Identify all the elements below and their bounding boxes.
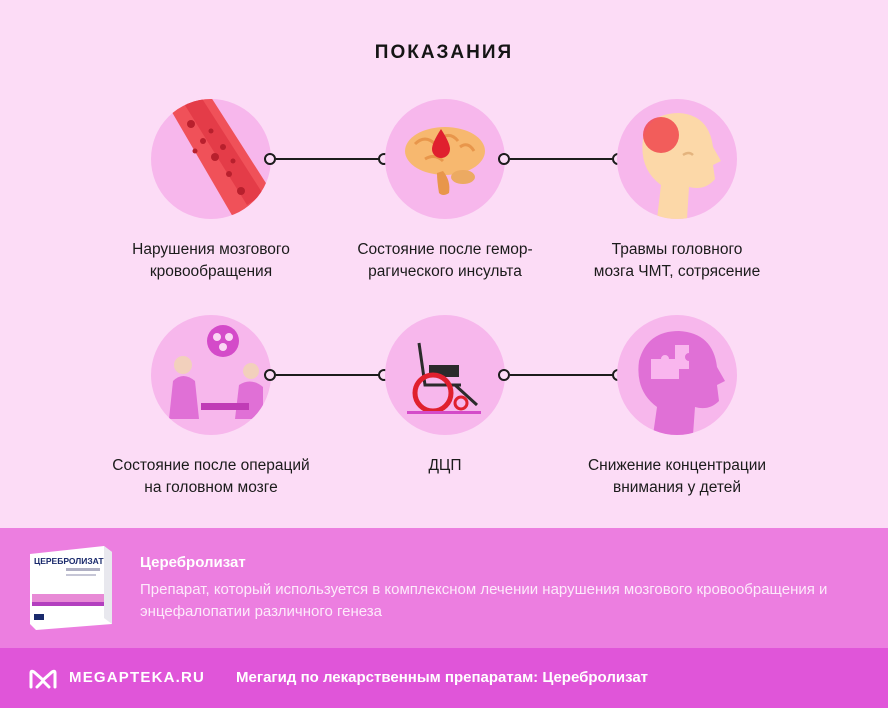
indication-caption: ДЦП	[428, 457, 462, 474]
connector-line	[510, 374, 613, 376]
page-title: ПОКАЗАНИЯ	[374, 42, 514, 63]
connector-dot	[264, 369, 276, 381]
connector-line	[276, 374, 379, 376]
product-band	[0, 528, 888, 648]
product-box-label: ЦЕРЕБРОЛИЗАТ	[34, 556, 104, 566]
connector-dot	[264, 153, 276, 165]
megapteka-logo-text[interactable]: MEGAPTEKA.RU	[69, 669, 206, 686]
indication-caption: Травмы головного мозга ЧМТ, сотрясение	[593, 241, 761, 280]
brain-hemorrhage-icon	[385, 99, 505, 219]
puzzle-head-icon	[617, 315, 737, 435]
wheelchair-icon	[385, 315, 505, 435]
footer-bar	[0, 648, 888, 708]
indication-caption: Состояние после гемор- рагического инсул…	[357, 241, 533, 280]
connector-line	[510, 158, 613, 160]
connector-dot	[498, 369, 510, 381]
megapteka-logo-icon	[29, 669, 57, 689]
product-box-image: ЦЕРЕБРОЛИЗАТ	[30, 546, 112, 630]
product-description: Препарат, который используется в комплек…	[140, 581, 828, 620]
blood-vessel-icon	[151, 99, 271, 219]
head-injury-icon	[617, 99, 737, 219]
surgery-icon	[151, 315, 271, 435]
indication-caption: Состояние после операций на головном моз…	[112, 457, 310, 496]
footer-tagline: Мегагид по лекарственным препаратам: Цер…	[236, 669, 649, 686]
indication-caption: Снижение концентрации внимания у детей	[587, 457, 767, 496]
connector-dot	[498, 153, 510, 165]
indication-caption: Нарушения мозгового кровообращения	[132, 241, 290, 280]
connector-line	[276, 158, 379, 160]
product-name: Церебролизат	[140, 554, 246, 571]
